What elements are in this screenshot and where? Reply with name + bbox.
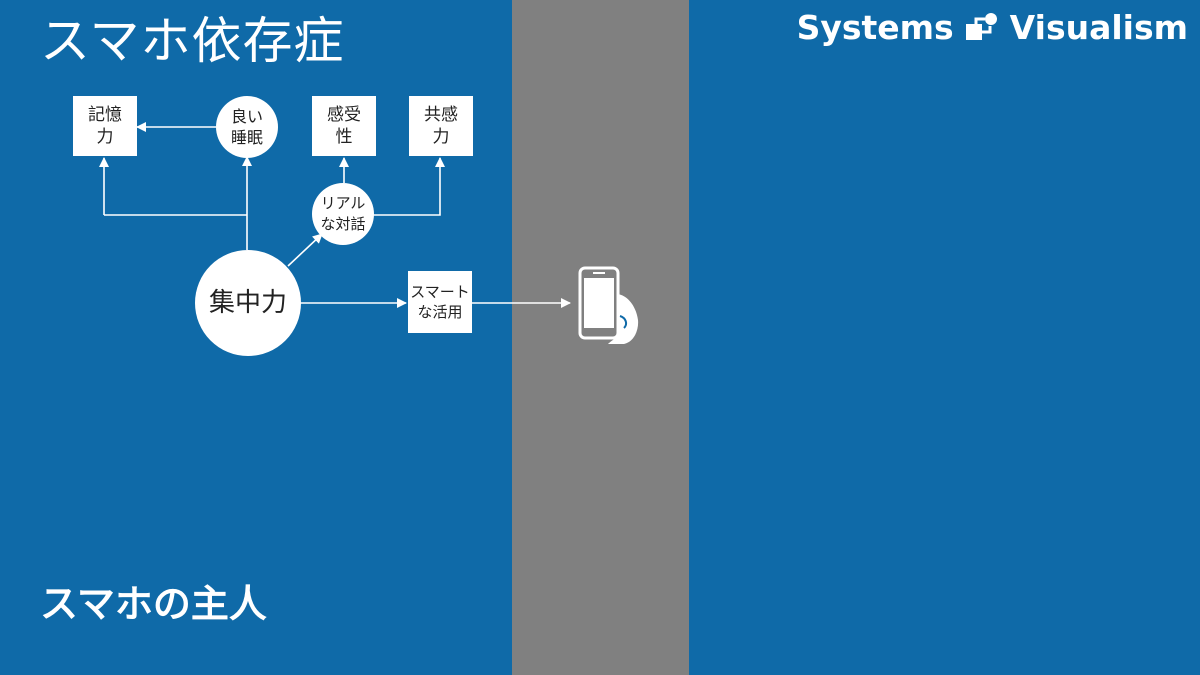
node-memory: 記憶 力 (73, 96, 137, 156)
brand-text-right: Visualism (1009, 8, 1188, 47)
arrow-focus-to-dialogue (287, 233, 323, 267)
smartphone-in-hand-icon (578, 266, 639, 344)
brand-logo: Systems Visualism (797, 8, 1188, 48)
node-dialogue-label: リアル な対話 (320, 194, 366, 233)
node-smart-use: スマート な活用 (408, 271, 472, 333)
node-dialogue: リアル な対話 (312, 183, 374, 245)
bottom-label: スマホの主人 (40, 582, 267, 626)
node-smart-use-label: スマート な活用 (410, 283, 470, 321)
node-sleep-label: 良い 睡眠 (230, 107, 263, 147)
brand-text-left: Systems (796, 8, 954, 47)
node-sensitivity: 感受 性 (312, 96, 376, 156)
node-empathy-label: 共感 力 (424, 105, 458, 147)
node-sleep: 良い 睡眠 (216, 96, 278, 158)
systems-visualism-logo-icon (965, 13, 997, 40)
arrow-dialogue-to-empathy (373, 157, 445, 216)
node-focus-label: 集中力 (208, 288, 287, 318)
node-sensitivity-label: 感受 性 (327, 105, 361, 147)
node-focus: 集中力 (195, 250, 301, 356)
right-panel (689, 0, 1200, 675)
node-memory-label: 記憶 力 (88, 105, 122, 147)
node-empathy: 共感 力 (409, 96, 473, 156)
page-title: スマホ依存症 (40, 12, 345, 70)
